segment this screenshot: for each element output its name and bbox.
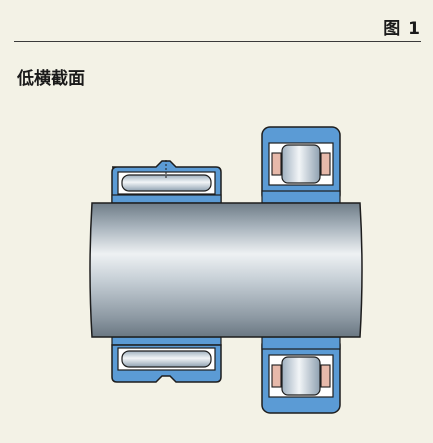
roller-bearing-bottom-icon [261, 336, 341, 414]
low-section-bearing-icon [111, 160, 222, 204]
header-rule [14, 41, 421, 42]
shaft-icon [89, 202, 363, 338]
roller-bearing-icon [261, 126, 341, 204]
low-section-bearing-bottom-icon [111, 336, 222, 383]
figure-title: 低横截面 [17, 69, 85, 89]
figure-label: 图 1 [383, 19, 421, 39]
